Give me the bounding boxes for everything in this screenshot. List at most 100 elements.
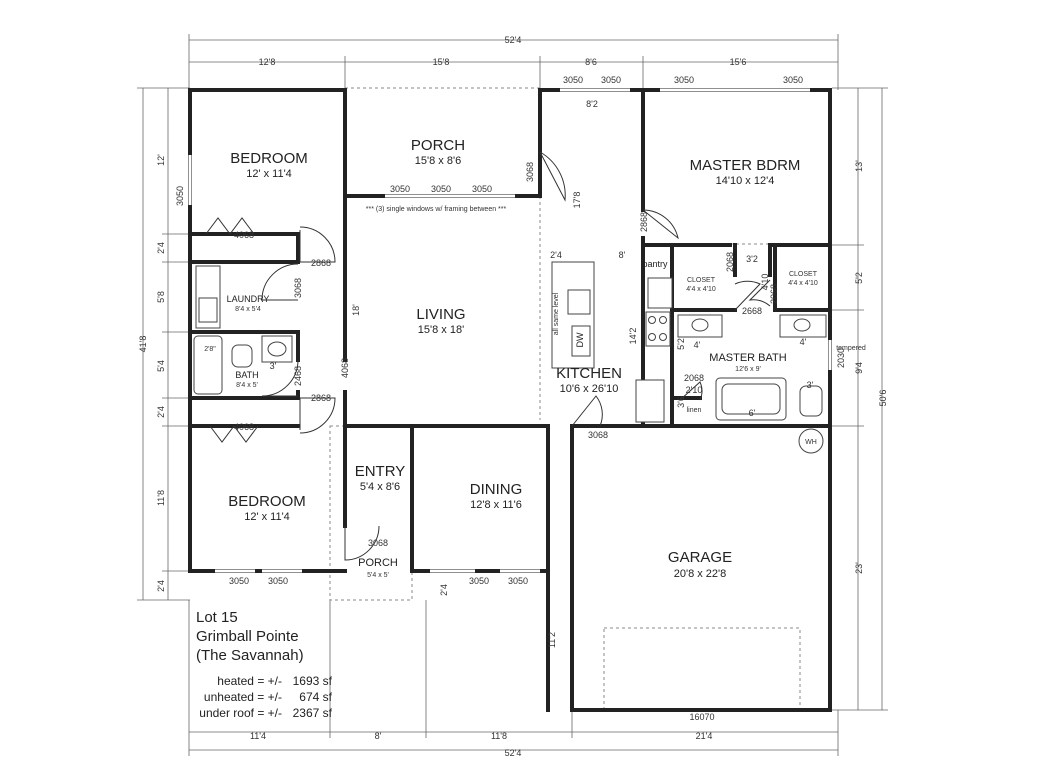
room-name-closet-1: CLOSET <box>687 277 716 284</box>
dim-interior: 6' <box>749 408 756 418</box>
area-value: 2367 sf <box>292 706 332 720</box>
window-code: 3050 <box>268 576 288 586</box>
dim-bottom-4: 21'4 <box>696 731 713 741</box>
door-swings <box>205 151 771 561</box>
door-code: 2868 <box>639 212 649 232</box>
area-row-unheated: unheated = +/- 674 sf <box>196 689 332 705</box>
door-code: 3068 <box>293 278 303 298</box>
dim-interior: 11'2 <box>547 632 557 648</box>
room-name-porch-rear: PORCH <box>411 137 465 154</box>
dim-right-4: 23' <box>854 562 864 574</box>
area-value: 1693 sf <box>292 674 332 688</box>
window-codes: 3050 3050 3050 3050 3050 3050 3050 3050 … <box>175 75 846 586</box>
room-name-garage: GARAGE <box>668 549 732 566</box>
window-code: 3050 <box>469 576 489 586</box>
room-size-master-bdrm: 14'10 x 12'4 <box>716 175 775 187</box>
subdivision-name: Grimball Pointe <box>196 628 299 645</box>
dim-bottom-3: 11'8 <box>491 731 507 741</box>
dim-interior: 4' <box>694 340 701 350</box>
lot-number: Lot 15 <box>196 609 238 626</box>
room-size-living: 15'8 x 18' <box>418 324 464 336</box>
room-name-bath: BATH <box>235 370 258 380</box>
windows <box>188 88 832 573</box>
room-size-laundry: 8'4 x 5'4 <box>235 306 261 313</box>
dim-left-7: 2'4 <box>156 580 166 592</box>
plan-name: (The Savannah) <box>196 647 304 664</box>
dim-interior: 3' <box>807 380 814 390</box>
dim-left-overall: 41'8 <box>138 336 148 353</box>
room-size-entry: 5'4 x 8'6 <box>360 481 400 493</box>
dim-interior: 14'2 <box>628 328 638 345</box>
window-code: 3050 <box>175 186 185 206</box>
door-code: 4068 <box>234 422 254 432</box>
door-code: 4068 <box>234 230 254 240</box>
room-name-master-bdrm: MASTER BDRM <box>690 157 801 174</box>
room-name-entry: ENTRY <box>355 463 406 480</box>
room-size-closet-2: 4'4 x 4'10 <box>788 280 818 287</box>
dim-right-2: 5'2 <box>854 272 864 284</box>
room-size-kitchen: 10'6 x 26'10 <box>560 383 619 395</box>
door-code: 2068 <box>684 373 704 383</box>
dimension-labels: 52'4 12'8 15'8 8'6 15'6 52'4 11'4 8' 11'… <box>138 35 888 758</box>
dim-interior: 4'10 <box>760 274 770 291</box>
area-label: heated = +/- <box>217 674 282 688</box>
pantry-label: pantry <box>642 259 668 269</box>
dim-left-4: 5'4 <box>156 360 166 372</box>
door-code: 2868 <box>311 393 331 403</box>
interior-dimensions: 17'8 18' 8'2 8' 2'4 14'2 5'2 4' 4' 3' 3'… <box>204 99 813 648</box>
window-code: 3050 <box>601 75 621 85</box>
window-code: 3050 <box>508 576 528 586</box>
room-name-bedroom-sw: BEDROOM <box>228 493 306 510</box>
tempered-label: tempered <box>836 345 866 352</box>
dim-interior: 3'6 <box>676 396 686 408</box>
window-code: 3050 <box>563 75 583 85</box>
room-size-porch-front: 5'4 x 5' <box>367 572 389 579</box>
area-value: 674 sf <box>299 690 332 704</box>
dim-top-1: 12'8 <box>259 57 276 67</box>
misc-labels: pantry linen DW WH tempered *** (3) sing… <box>366 206 866 446</box>
dim-interior: 8'2 <box>586 99 598 109</box>
dim-left-1: 12' <box>156 154 166 166</box>
dim-interior: 5'2 <box>676 338 686 350</box>
room-name-laundry: LAUNDRY <box>227 294 270 304</box>
room-size-dining: 12'8 x 11'6 <box>470 499 522 511</box>
dim-interior: 2'4 <box>439 584 449 596</box>
water-heater-label: WH <box>805 439 817 446</box>
dim-interior: 2'8" <box>204 346 216 353</box>
window-code: 3050 <box>431 184 451 194</box>
room-name-dining: DINING <box>470 481 523 498</box>
window-code: 3050 <box>229 576 249 586</box>
dim-top-overall: 52'4 <box>505 35 522 45</box>
dim-interior: 18' <box>351 304 361 316</box>
dim-top-3: 8'6 <box>585 57 597 67</box>
area-row-under-roof: under roof = +/- 2367 sf <box>196 705 332 721</box>
dim-top-4: 15'6 <box>730 57 747 67</box>
dim-left-2: 2'4 <box>156 242 166 254</box>
dishwasher-label: DW <box>575 332 585 347</box>
linen-label: linen <box>687 407 702 414</box>
dim-bottom-overall: 52'4 <box>505 748 522 758</box>
fixtures <box>193 261 827 454</box>
dim-interior: 8' <box>619 250 626 260</box>
sink-note: all same level <box>553 292 560 335</box>
door-code: 2668 <box>742 306 762 316</box>
door-codes: 4068 2868 3068 2468 2868 4068 4068 3068 … <box>234 162 779 722</box>
dimension-lines <box>137 34 888 756</box>
room-size-garage: 20'8 x 22'8 <box>674 568 727 580</box>
area-label: unheated = +/- <box>203 690 282 704</box>
area-label: under roof = +/- <box>199 706 282 720</box>
window-code: 3050 <box>390 184 410 194</box>
room-size-porch-rear: 15'8 x 8'6 <box>415 155 461 167</box>
dim-interior: 2'10 <box>686 385 703 395</box>
dim-left-3: 5'8 <box>156 291 166 303</box>
room-size-closet-1: 4'4 x 4'10 <box>686 286 716 293</box>
dim-interior: 17'8 <box>572 192 582 209</box>
door-code: 3068 <box>588 430 608 440</box>
room-size-bedroom-nw: 12' x 11'4 <box>246 168 292 180</box>
window-code: 3050 <box>472 184 492 194</box>
dim-interior: 4' <box>800 337 807 347</box>
door-code: 2068 <box>725 252 735 272</box>
room-size-master-bath: 12'6 x 9' <box>735 366 761 373</box>
door-code: 2868 <box>311 258 331 268</box>
